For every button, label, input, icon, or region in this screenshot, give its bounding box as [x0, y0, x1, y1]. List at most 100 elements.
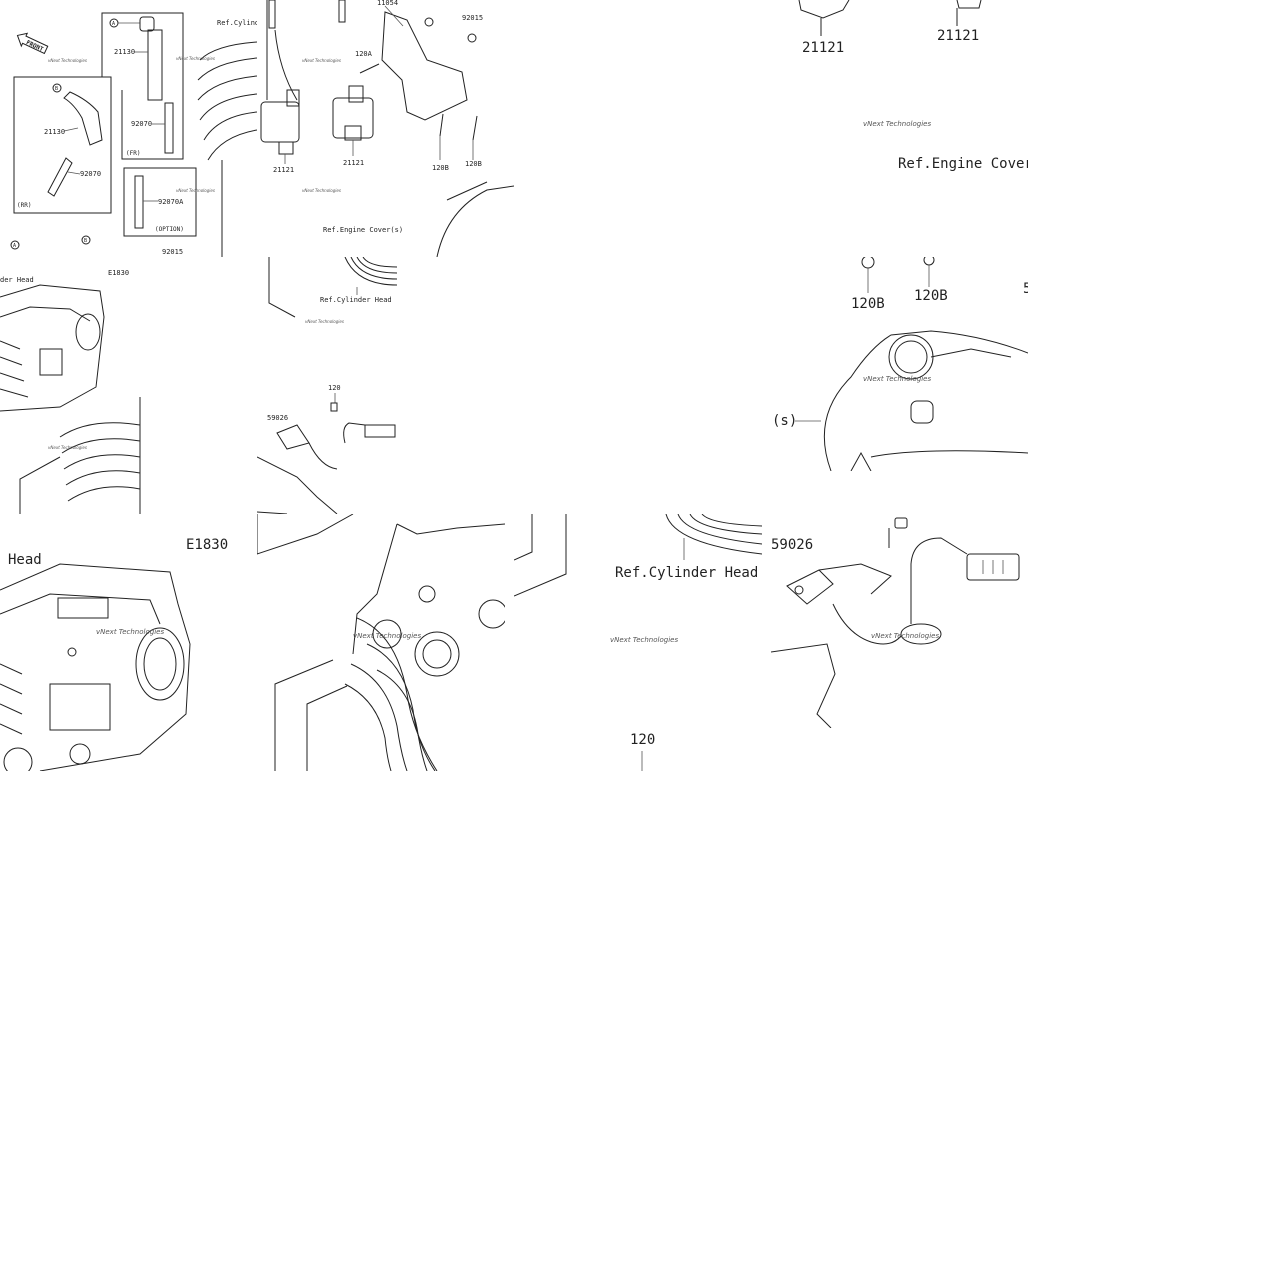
coil-bracket-icon: [381, 11, 468, 121]
part-21121-left: 21121: [273, 166, 294, 174]
figure-code: E1830: [186, 537, 228, 553]
part-21121-right: 21121: [343, 159, 364, 167]
cylinder-head-zoom-icon: [0, 563, 191, 771]
engine-cover-icon: [823, 330, 1028, 471]
sensor-connector-icon: [966, 553, 1020, 581]
ref-cylinder-head: Ref.Cylinder Head: [615, 565, 758, 581]
svg-text:vNext Technologies: vNext Technologies: [96, 628, 164, 636]
ignition-coil-right-icon: [332, 85, 374, 141]
svg-text:vNext Technologies: vNext Technologies: [302, 188, 341, 193]
callout-b-circle: [52, 83, 62, 93]
part-92015-overview: 92015: [162, 248, 183, 256]
svg-text:vNext Technologies: vNext Technologies: [863, 375, 931, 383]
part-21121-zoom-left: 21121: [802, 40, 844, 56]
spark-plug-fr-icon: [164, 102, 174, 154]
ignition-coil-left-icon: [260, 89, 300, 155]
part-59026-small: 59026: [267, 414, 288, 422]
tile-head-zoom: Head E1830 vNext Technologies: [0, 514, 257, 771]
svg-text:vNext Technologies: vNext Technologies: [305, 319, 344, 324]
ref-engine-cover: Ref.Engine Cover: [898, 156, 1028, 172]
cut-fragment-label: 5: [1023, 281, 1028, 297]
part-92070-rr: 92070: [80, 170, 101, 178]
part-120B-zoom-left: 120B: [851, 296, 885, 312]
part-21130-rr: 21130: [44, 128, 65, 136]
tile-coil-zoom: 21121 21121 vNext Technologies Ref.Engin…: [771, 0, 1028, 257]
note-fr: (FR): [126, 150, 140, 157]
watermark: vNext Technologies: [48, 58, 87, 63]
ref-engine-covers: Ref.Engine Cover(s): [323, 226, 403, 234]
spark-plug-option-icon: [134, 175, 144, 229]
figure-code-small: E1830: [108, 269, 129, 277]
svg-text:vNext Technologies: vNext Technologies: [863, 120, 931, 128]
fins-zoom-drawing: vNext Technologies: [257, 514, 505, 771]
cylinder-head-fins-icon: [197, 41, 257, 161]
head-left-drawing: der Head E1830 vNext Technologies: [0, 269, 141, 514]
note-rr: (RR): [17, 202, 31, 209]
part-120B-right: 120B: [465, 160, 482, 168]
svg-text:vNext Technologies: vNext Technologies: [176, 188, 215, 193]
tile-sensor-zoom: 59026 vNext Technologies: [771, 514, 1028, 728]
plug-cap-fr-icon: [147, 29, 163, 101]
sensor-overview-drawing: Ref.Cylinder Head vNext Technologies 120…: [257, 257, 398, 514]
callout-b-label: B: [55, 86, 58, 92]
bolt-120-zoom-icon: [888, 517, 908, 548]
cylinder-head-arc-icon: [344, 257, 398, 286]
part-21121-zoom-right: 21121: [937, 28, 979, 44]
svg-text:vNext Technologies: vNext Technologies: [353, 632, 421, 640]
part-92070A: 92070A: [158, 198, 184, 206]
part-92070-fr: 92070: [131, 120, 152, 128]
ref-cylinder-short: Ref.Cylinder: [217, 19, 257, 27]
cylinder-fins-lower-icon: [19, 422, 141, 514]
plug-cap-rr-icon: [63, 91, 103, 146]
ref-head-partial-small: der Head: [0, 276, 34, 284]
svg-text:vNext Technologies: vNext Technologies: [871, 632, 939, 640]
part-120B-zoom-right: 120B: [914, 288, 948, 304]
ref-cylinder-head-small: Ref.Cylinder Head: [320, 296, 392, 304]
cylinder-head-block-icon: [0, 284, 105, 412]
cylinder-head-ref-arcs-icon: [665, 514, 762, 555]
coil-zoom-drawing: 21121 21121 vNext Technologies Ref.Engin…: [798, 0, 1028, 172]
front-arrow-icon: FRONT: [16, 32, 49, 55]
svg-text:vNext Technologies: vNext Technologies: [48, 445, 87, 450]
rr-box: [13, 76, 112, 214]
part-21130-fr: 21130: [114, 48, 135, 56]
crank-sensor-icon: [786, 537, 1020, 645]
head-zoom-drawing: Head E1830 vNext Technologies: [0, 537, 228, 771]
plug-cap-fr-top-icon: [139, 16, 155, 32]
tile-engine-cover-zoom: 120B 120B 5 (s) vNext Technologies: [771, 257, 1028, 471]
spark-plug-rr-icon: [47, 157, 73, 197]
tile-coil-bracket: 21121 21121 11054 120A 120B 120B 92015 R…: [257, 0, 514, 257]
part-120: 120: [630, 732, 655, 748]
part-120A: 120A: [355, 50, 373, 58]
bolt-120A-icon: [359, 63, 380, 74]
bolt-120B-zoom-icons: [861, 257, 935, 293]
tile-fins-zoom: vNext Technologies: [257, 514, 505, 771]
tile-ref-head-zoom: Ref.Cylinder Head vNext Technologies 120: [514, 514, 762, 771]
callout-b-bottom: B: [84, 238, 87, 244]
note-option: (OPTION): [155, 226, 184, 233]
ref-covers-suffix: (s): [772, 413, 797, 429]
ignition-coil-zoom-left-icon: [798, 0, 850, 19]
ref-head-zoom-drawing: Ref.Cylinder Head vNext Technologies 120: [514, 514, 762, 771]
part-11054: 11054: [377, 0, 398, 7]
callout-a-bottom: A: [13, 243, 16, 249]
plug-lead-right-icon: [338, 0, 346, 23]
tile-head-left: der Head E1830 vNext Technologies: [0, 257, 257, 514]
overview-drawing: FRONT B 21130 92070 (RR) A 21130 92070 (…: [10, 12, 257, 257]
tile-sensor-overview: Ref.Cylinder Head vNext Technologies 120…: [257, 257, 514, 514]
ignition-coil-zoom-right-icon: [956, 0, 982, 9]
part-120B-left: 120B: [432, 164, 449, 172]
cylinder-fins-zoom-icon: [274, 523, 505, 771]
tile-overview: FRONT B 21130 92070 (RR) A 21130 92070 (…: [0, 0, 257, 257]
sensor-harness-icon: [276, 422, 396, 470]
option-box: [123, 167, 197, 237]
sensor-zoom-drawing: 59026 vNext Technologies: [771, 517, 1020, 728]
svg-text:vNext Technologies: vNext Technologies: [610, 636, 678, 644]
svg-text:vNext Technologies: vNext Technologies: [302, 58, 341, 63]
part-92015: 92015: [462, 14, 483, 22]
ref-head-partial: Head: [8, 552, 42, 568]
svg-text:vNext Technologies: vNext Technologies: [176, 56, 215, 61]
coil-bracket-drawing: 21121 21121 11054 120A 120B 120B 92015 R…: [260, 0, 514, 257]
part-59026: 59026: [771, 537, 813, 553]
callout-a-label: A: [112, 21, 115, 27]
